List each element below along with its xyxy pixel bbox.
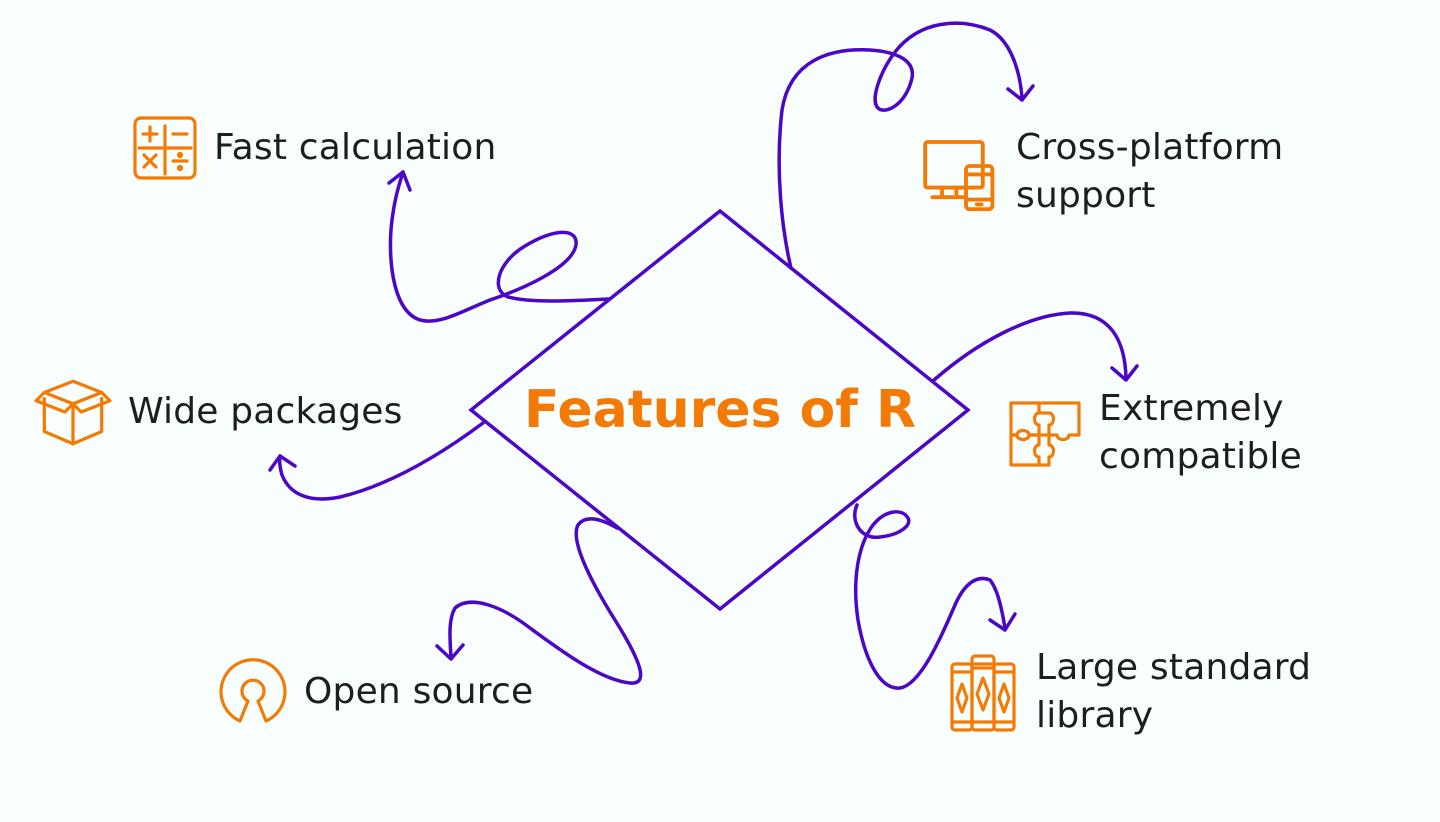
feature-wide-packages: Wide packages	[32, 376, 403, 448]
diagram-title: Features of R	[523, 380, 917, 440]
books-icon	[950, 654, 1016, 732]
feature-cross-platform: Cross-platform support	[918, 124, 1283, 220]
connector-wide-packages	[268, 421, 485, 501]
feature-label: Fast calculation	[214, 127, 497, 168]
feature-extremely-compatible: Extremely compatible	[1005, 385, 1302, 481]
center-diamond	[468, 208, 971, 612]
open-source-icon	[219, 658, 287, 723]
feature-fast-calculation: Fast calculation	[130, 113, 496, 183]
feature-open-source: Open source	[216, 655, 533, 729]
devices-icon	[923, 140, 995, 212]
connector-fast-calculation	[387, 170, 610, 323]
feature-label: Wide packages	[128, 391, 403, 432]
connector-extremely-compatible	[932, 311, 1139, 382]
connector-large-library	[853, 503, 1017, 690]
feature-label: Cross-platform support	[1016, 127, 1284, 216]
feature-large-library: Large standard library	[946, 644, 1311, 740]
box-icon	[34, 379, 112, 446]
feature-label: Large standard library	[1036, 647, 1312, 736]
connector-open-source	[435, 517, 643, 685]
connector-cross-platform	[777, 21, 1035, 270]
feature-label: Open source	[304, 671, 534, 712]
feature-label: Extremely compatible	[1099, 388, 1302, 477]
calculator-icon	[133, 116, 197, 180]
puzzle-icon	[1009, 401, 1081, 467]
